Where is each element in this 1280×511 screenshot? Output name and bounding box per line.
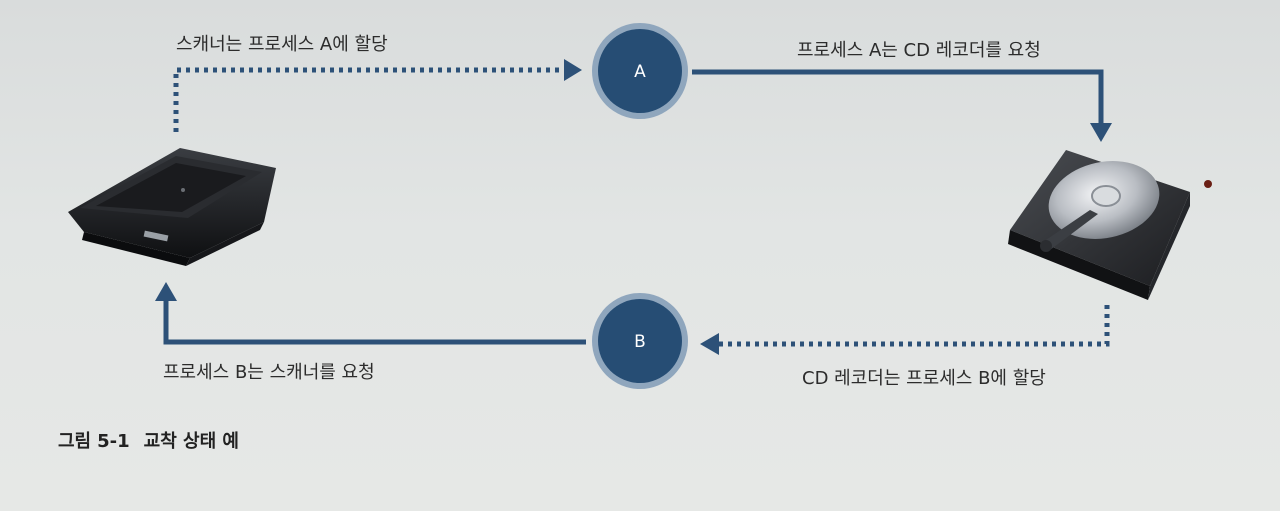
process-node-b: B (592, 293, 688, 389)
arrow-scanner-to-a (173, 59, 582, 132)
hard-drive-icon (1008, 150, 1212, 300)
caption-number: 5-1 (97, 431, 130, 452)
caption-title: 교착 상태 예 (143, 431, 239, 452)
arrow-cd-recorder-to-b (700, 305, 1110, 355)
label-cd-recorder-to-b: CD 레코더는 프로세스 B에 할당 (802, 368, 1046, 389)
label-b-to-scanner: 프로세스 B는 스캐너를 요청 (163, 362, 375, 383)
label-scanner-to-a: 스캐너는 프로세스 A에 할당 (176, 34, 388, 55)
caption-prefix: 그림 (58, 431, 92, 452)
arrow-b-to-scanner (155, 282, 586, 345)
process-node-b-label: B (634, 332, 646, 352)
flatbed-scanner-icon (68, 148, 276, 266)
process-node-a-label: A (634, 62, 646, 82)
process-node-a: A (592, 23, 688, 119)
arrow-a-to-cd-recorder (692, 69, 1112, 142)
label-a-to-cd-recorder: 프로세스 A는 CD 레코더를 요청 (797, 40, 1041, 61)
